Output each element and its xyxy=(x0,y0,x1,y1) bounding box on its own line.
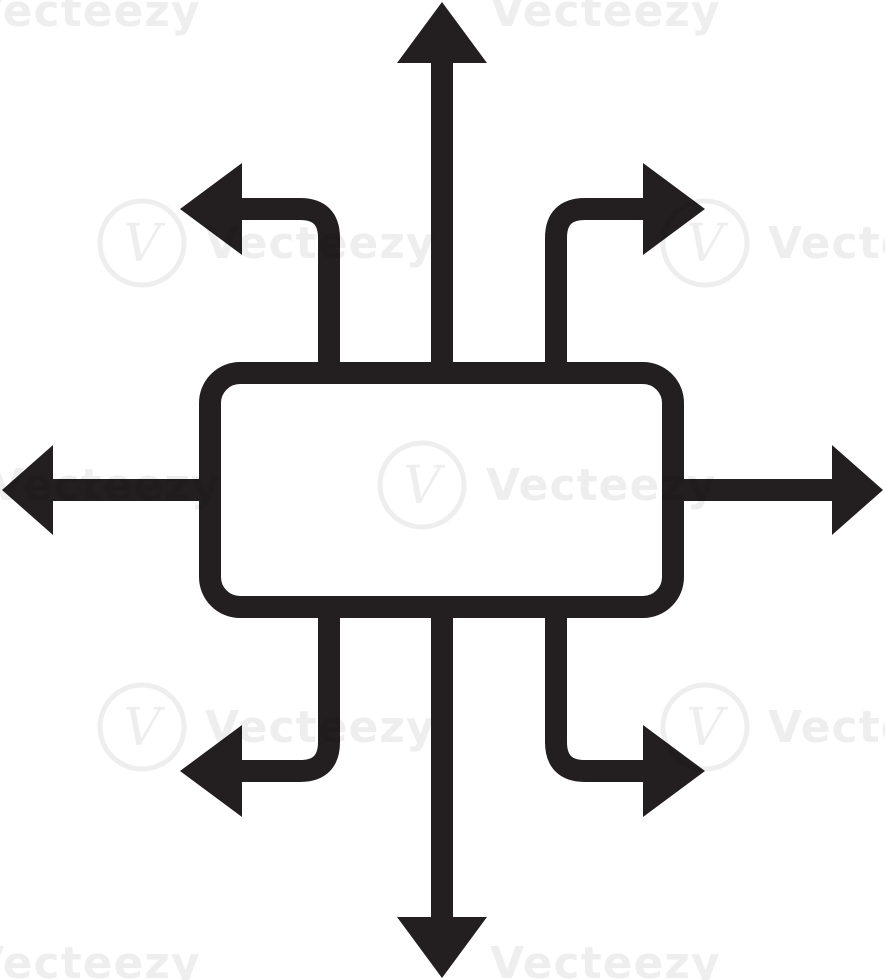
watermark-logo-glyph: V xyxy=(123,214,165,274)
watermark-logo-glyph: V xyxy=(403,456,445,516)
watermark-logo-glyph: V xyxy=(686,698,728,758)
arrow-up xyxy=(397,2,487,362)
arrow-right-head xyxy=(832,445,883,535)
arrow-up-head xyxy=(397,2,487,63)
arrow-upper-right-shaft xyxy=(545,198,649,362)
arrow-down-head xyxy=(397,917,487,978)
watermark-text: Vecteezy xyxy=(205,218,436,269)
watermark-logo-ring xyxy=(97,682,187,772)
arrow-upper-right xyxy=(545,163,705,362)
arrow-down xyxy=(397,618,487,978)
arrow-upper-left xyxy=(180,163,340,362)
watermark-text: Vecteezy xyxy=(0,460,221,511)
watermark-text: Vecteezy xyxy=(486,460,717,511)
arrow-lower-left xyxy=(180,618,340,817)
watermark-logo: V xyxy=(97,198,187,288)
watermark-logo-glyph: V xyxy=(123,698,165,758)
central-box xyxy=(199,362,684,618)
watermark-text: Vecteezy xyxy=(490,938,721,980)
arrow-right xyxy=(684,445,883,535)
watermark-text: Vecteezy xyxy=(0,938,201,980)
arrow-lower-left-shaft xyxy=(236,618,340,782)
arrow-left xyxy=(2,445,199,535)
watermark-logo-glyph: V xyxy=(686,214,728,274)
watermark-logo-ring xyxy=(97,198,187,288)
watermark-logo-ring xyxy=(660,198,750,288)
arrow-lower-right-head xyxy=(643,725,705,817)
arrow-lower-left-head xyxy=(180,725,242,817)
watermark-text: Vecteezy xyxy=(768,702,885,753)
watermark-logo: V xyxy=(660,682,750,772)
arrow-upper-right-head xyxy=(643,163,705,255)
watermark-logo: V xyxy=(377,440,467,530)
arrow-upper-left-head xyxy=(180,163,242,255)
arrow-lower-right xyxy=(545,618,705,817)
watermark-text: Vecteezy xyxy=(768,218,885,269)
watermark-logo: V xyxy=(97,682,187,772)
watermark-logo-ring xyxy=(377,440,467,530)
arrow-left-head xyxy=(2,445,53,535)
watermark-text: Vecteezy xyxy=(490,0,721,37)
watermark-text: Vecteezy xyxy=(0,0,201,37)
watermark-logo: V xyxy=(660,198,750,288)
watermark-text: Vecteezy xyxy=(205,702,436,753)
arrow-upper-left-shaft xyxy=(236,198,340,362)
arrow-lower-right-shaft xyxy=(545,618,649,782)
watermark-logo-ring xyxy=(660,682,750,772)
